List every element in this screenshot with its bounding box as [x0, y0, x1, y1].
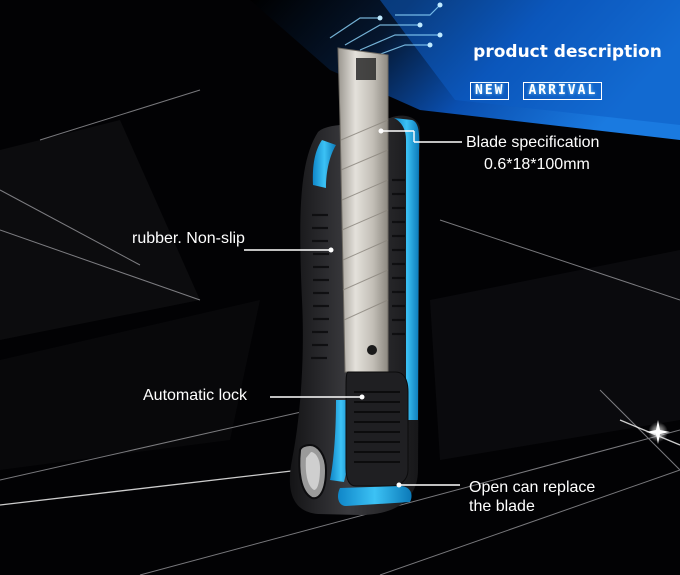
badge-word-arrival: ARRIVAL: [523, 82, 603, 100]
new-arrival-badge: NEW ARRIVAL: [470, 82, 603, 100]
blade-spec-label: Blade specification: [466, 134, 600, 151]
blade-spec-value: 0.6*18*100mm: [484, 156, 590, 173]
badge-word-new: NEW: [470, 82, 510, 100]
banner-title: product description: [473, 42, 662, 62]
automatic-lock-label: Automatic lock: [143, 387, 248, 404]
rubber-grip-label: rubber. Non-slip: [132, 230, 245, 247]
replace-blade-label-line1: Open can replace: [469, 479, 596, 496]
replace-blade-label-line2: the blade: [469, 498, 535, 515]
